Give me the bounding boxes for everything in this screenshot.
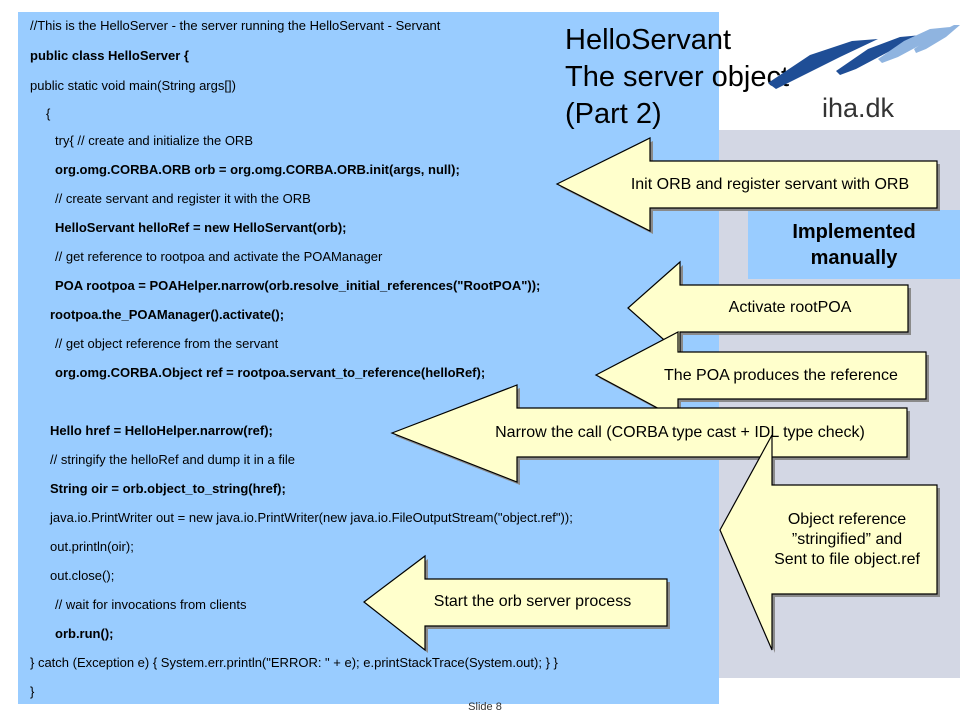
code-line: java.io.PrintWriter out = new java.io.Pr… — [50, 510, 573, 525]
callout-text-poa-reference: The POA produces the reference — [664, 367, 898, 384]
code-line: out.println(oir); — [50, 539, 134, 554]
code-line: org.omg.CORBA.ORB orb = org.omg.CORBA.OR… — [55, 162, 460, 177]
slide-title: HelloServant The server object (Part 2) — [565, 22, 789, 133]
code-line: try{ // create and initialize the ORB — [55, 133, 253, 148]
code-line: org.omg.CORBA.Object ref = rootpoa.serva… — [55, 365, 486, 380]
callout-text-activate-rootpoa: Activate rootPOA — [728, 299, 852, 316]
logo-text: iha.dk — [822, 93, 895, 123]
code-line: } — [30, 684, 35, 699]
callout-text-start-orb: Start the orb server process — [433, 593, 632, 610]
callout-activate-rootpoa — [627, 260, 909, 356]
title-line: (Part 2) — [565, 98, 662, 130]
code-line: } catch (Exception e) { System.err.print… — [30, 655, 558, 670]
title-line: The server object — [565, 61, 790, 93]
code-line: public static void main(String args[]) — [30, 78, 236, 93]
callout-init-orb — [555, 137, 938, 232]
code-line: // create servant and register it with t… — [55, 191, 311, 206]
callout-line: Object reference — [787, 511, 907, 528]
code-line: public class HelloServer { — [30, 48, 189, 63]
callout-text-narrow-call: Narrow the call (CORBA type cast + IDL t… — [495, 424, 865, 441]
callout-narrow-call — [390, 384, 908, 483]
code-line: { — [46, 106, 51, 121]
code-line: // stringify the helloRef and dump it in… — [50, 452, 295, 467]
callout-text-init-orb: Init ORB and register servant with ORB — [630, 176, 910, 193]
slide-number: Slide 8 — [468, 701, 502, 713]
code-line: String oir = orb.object_to_string(href); — [50, 481, 286, 496]
code-line: out.close(); — [50, 568, 115, 583]
code-line: //This is the HelloServer - the server r… — [30, 18, 441, 33]
callout-text-object-reference: Object reference ”stringified” and Sent … — [760, 510, 934, 570]
code-line: // wait for invocations from clients — [55, 597, 247, 612]
code-line: // get reference to rootpoa and activate… — [55, 249, 383, 264]
code-line: rootpoa.the_POAManager().activate(); — [50, 307, 285, 322]
code-line: Hello href = HelloHelper.narrow(ref); — [50, 423, 273, 438]
title-line: HelloServant — [565, 24, 732, 56]
code-line: HelloServant helloRef = new HelloServant… — [55, 220, 347, 235]
implemented-manually-box: Implemented manually — [748, 210, 960, 279]
callout-start-orb — [363, 554, 668, 652]
callout-object-reference — [719, 434, 938, 651]
implemented-line: Implemented — [792, 221, 916, 243]
callout-line: Sent to file object.ref — [774, 551, 920, 568]
implemented-line: manually — [810, 247, 898, 269]
code-line: orb.run(); — [55, 626, 114, 641]
callout-line: ”stringified” and — [791, 531, 903, 548]
code-line: // get object reference from the servant — [55, 336, 279, 351]
iha-logo: iha.dk — [768, 25, 960, 123]
code-line: POA rootpoa = POAHelper.narrow(orb.resol… — [55, 278, 541, 293]
